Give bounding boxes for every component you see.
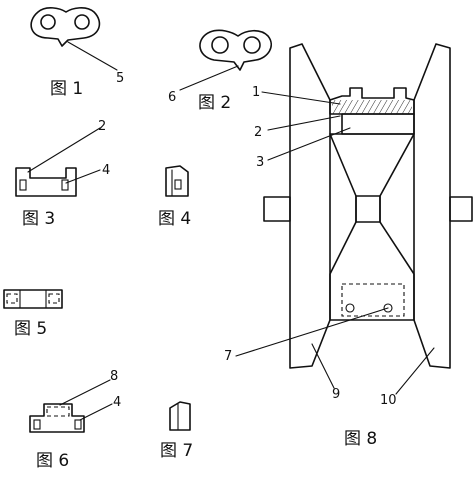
fig5-hidden-slot-left (6, 293, 18, 304)
fig8-top-block-3 (341, 113, 415, 135)
fig3-callout-4: 4 (102, 163, 110, 178)
fig8-caption: 图 8 (344, 429, 377, 449)
fig1-link-plate (30, 7, 101, 47)
fig2-link-plate (199, 29, 272, 71)
fig8-right-side-plate (413, 43, 451, 369)
fig4-slot (174, 179, 182, 190)
fig1-caption: 图 1 (50, 79, 83, 99)
fig7-block (169, 401, 191, 431)
fig8-insert-hole-left (345, 303, 355, 313)
fig8-hourglass-body (329, 133, 415, 321)
fig6-hidden-slot (46, 406, 70, 417)
fig8-callout-1: 1 (252, 85, 260, 100)
fig1-callout-5: 5 (116, 71, 124, 86)
fig4-block (165, 165, 189, 197)
fig6-left-slot (33, 419, 41, 430)
fig8-left-side-plate (289, 43, 331, 369)
fig3-caption: 图 3 (22, 209, 55, 229)
figure-2: 6 图 2 (168, 29, 272, 113)
figure-1: 5 图 1 (30, 7, 124, 99)
fig8-top-block-hatch (332, 100, 412, 114)
fig2-left-hole (211, 36, 229, 54)
fig3-right-slot (61, 179, 69, 191)
figure-6: 8 4 图 6 (29, 369, 121, 471)
fig7-caption: 图 7 (160, 441, 193, 461)
fig6-callout-4: 4 (113, 395, 121, 410)
fig8-insert-hole-right (383, 303, 393, 313)
fig5-hidden-slot-right (48, 293, 60, 304)
fig1-left-hole (40, 14, 56, 30)
fig6-right-slot (74, 419, 82, 430)
fig2-right-hole (243, 36, 261, 54)
fig2-caption: 图 2 (198, 93, 231, 113)
fig8-callout-10: 10 (380, 393, 397, 408)
fig4-caption: 图 4 (158, 209, 191, 229)
figure-8: 1 2 3 7 9 10 图 8 (224, 43, 473, 449)
fig8-callout-7: 7 (224, 349, 232, 364)
fig3-callout-2: 2 (98, 119, 106, 134)
fig8-top-block-1 (329, 87, 415, 115)
fig5-caption: 图 5 (14, 319, 47, 339)
fig2-callout-6: 6 (168, 90, 176, 105)
figure-5: 图 5 (3, 289, 63, 339)
fig8-callout-3: 3 (256, 155, 264, 170)
figure-7: 图 7 (160, 401, 193, 461)
fig8-callout-2: 2 (254, 125, 262, 140)
fig8-left-axle (263, 196, 291, 222)
fig6-caption: 图 6 (36, 451, 69, 471)
fig3-block (15, 167, 77, 197)
fig8-insert-outline (341, 283, 405, 317)
fig6-block (29, 403, 85, 433)
figure-4: 图 4 (158, 165, 191, 229)
fig1-right-hole (74, 14, 90, 30)
fig8-callout-9: 9 (332, 387, 340, 402)
figure-3: 2 4 图 3 (15, 119, 110, 229)
fig8-hub (355, 195, 381, 223)
fig8-right-axle (449, 196, 473, 222)
fig5-block (3, 289, 63, 309)
fig6-callout-8: 8 (110, 369, 118, 384)
fig3-left-slot (19, 179, 27, 191)
